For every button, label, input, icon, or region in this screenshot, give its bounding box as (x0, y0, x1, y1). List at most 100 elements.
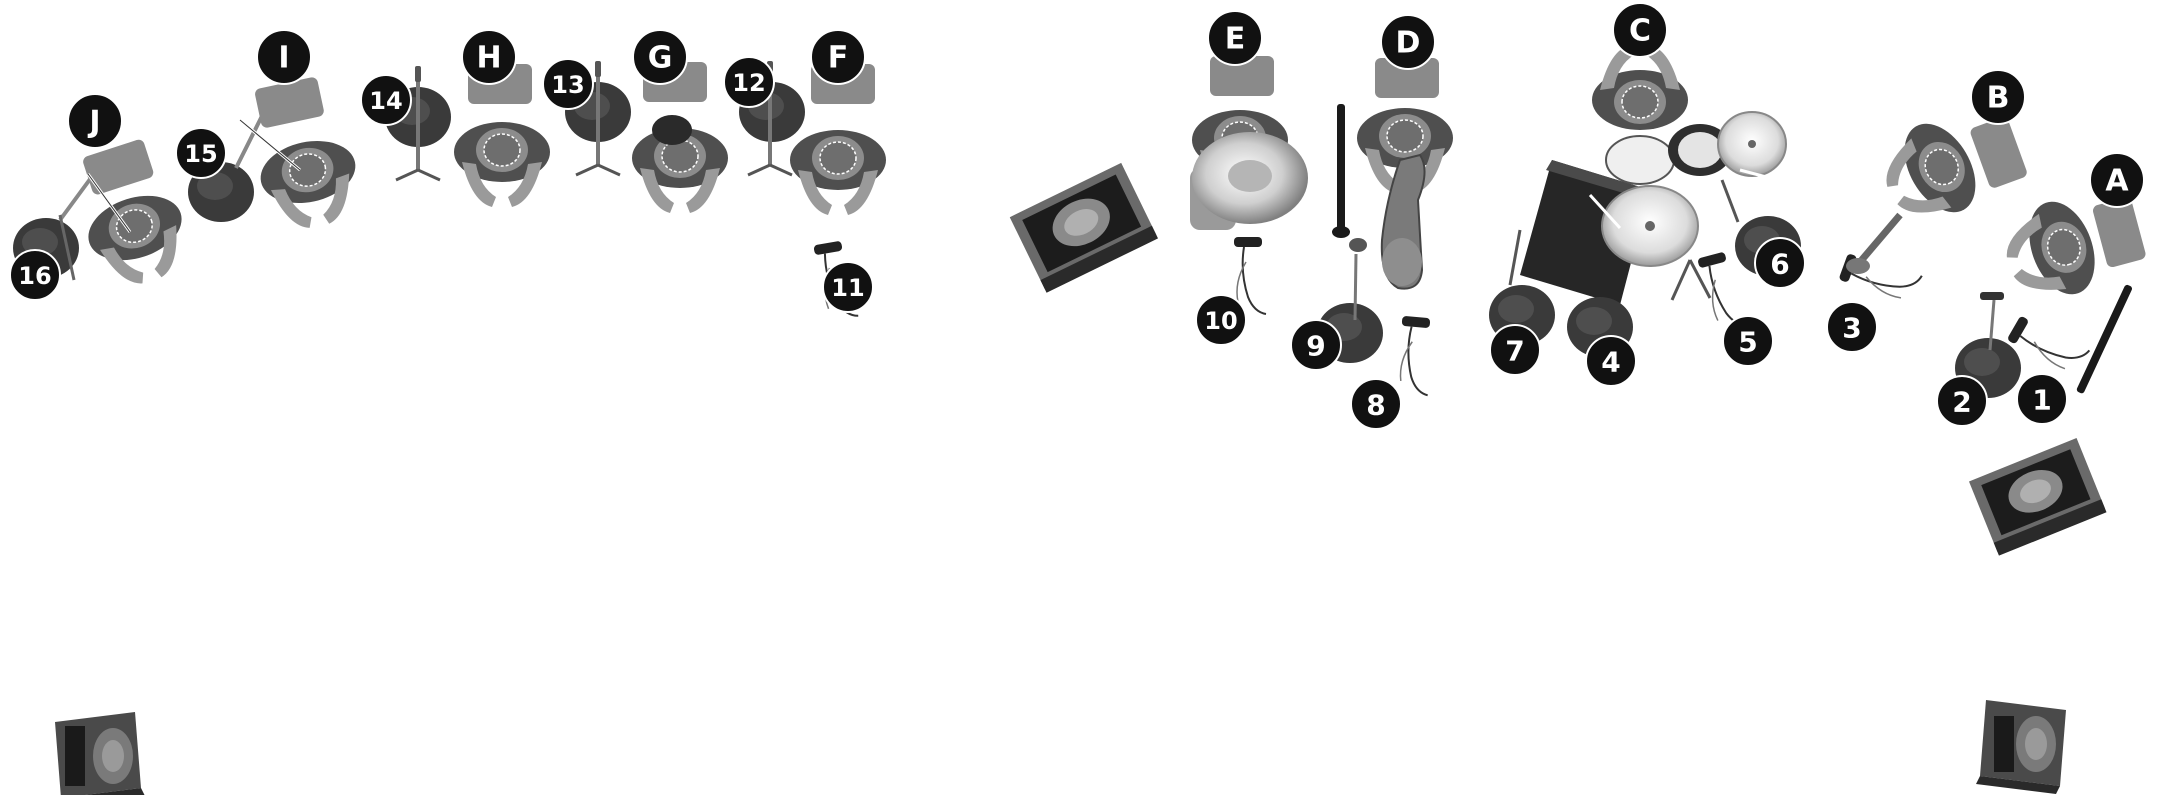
input-badge-11: 11 (822, 261, 874, 313)
musician-badge-a-label: A (2105, 164, 2129, 199)
input-badge-14-circle (360, 74, 412, 126)
input-badge-2-circle (1936, 375, 1988, 427)
musician-badge-f-circle (810, 29, 866, 85)
musician-badge-h-label: H (476, 41, 501, 76)
input-badge-6: 6 (1754, 237, 1806, 289)
musician-badge-h: H (461, 29, 517, 85)
musician-icon (79, 183, 199, 296)
input-badge-12: 12 (723, 56, 775, 108)
musician-badge-d: D (1380, 14, 1436, 70)
input-badge-6-label: 6 (1770, 248, 1789, 281)
input-badge-14: 14 (360, 74, 412, 126)
musician-badge-g-label: G (648, 41, 673, 76)
clarinet-icon (2076, 284, 2132, 394)
input-badge-7: 7 (1489, 324, 1541, 376)
tuba-icon (1190, 132, 1308, 230)
input-badge-12-label: 12 (732, 69, 765, 97)
input-badge-15-circle (175, 127, 227, 179)
input-badge-10: 10 (1195, 294, 1247, 346)
input-badge-9-label: 9 (1306, 330, 1325, 363)
musician-badge-i-label: I (278, 41, 289, 76)
musician-badge-j-label: J (87, 105, 100, 140)
input-badge-3-label: 3 (1842, 312, 1861, 345)
cap-icon (652, 115, 692, 145)
input-badge-10-label: 10 (1204, 307, 1237, 335)
input-badge-6-circle (1754, 237, 1806, 289)
musician-badge-f-label: F (828, 41, 849, 76)
input-badge-8-label: 8 (1366, 389, 1385, 422)
musician-badge-a-circle (2089, 152, 2145, 208)
musician-badge-c: C (1612, 2, 1668, 58)
saxophone-icon (1380, 153, 1426, 290)
input-badge-1-label: 1 (2032, 384, 2051, 417)
musician-badge-i-circle (256, 29, 312, 85)
input-badge-1: 1 (2016, 373, 2068, 425)
input-badge-11-circle (822, 261, 874, 313)
musician-badge-e-circle (1207, 10, 1263, 66)
input-badge-9: 9 (1290, 319, 1342, 371)
input-badge-2-label: 2 (1952, 386, 1971, 419)
input-badge-8-circle (1350, 378, 1402, 430)
musician-badge-i: I (256, 29, 312, 85)
input-badge-15: 15 (175, 127, 227, 179)
input-badge-16: 16 (9, 249, 61, 301)
trumpet-icon (1846, 212, 1903, 274)
musician-badge-j: J (67, 93, 123, 149)
microphone-stand-icon (1980, 292, 2004, 351)
input-badge-14-label: 14 (369, 87, 402, 115)
input-badge-2: 2 (1936, 375, 1988, 427)
microphone-stand-icon (1349, 238, 1367, 321)
musician-badge-d-label: D (1396, 26, 1421, 61)
input-badge-13-label: 13 (551, 71, 584, 99)
microphone-icon (1394, 314, 1436, 397)
input-badge-13: 13 (542, 58, 594, 110)
input-badge-7-circle (1489, 324, 1541, 376)
input-badge-13-circle (542, 58, 594, 110)
musician-badge-e-label: E (1225, 22, 1246, 57)
musician-badge-d-circle (1380, 14, 1436, 70)
drum-kit-icon (1508, 111, 1787, 305)
input-badge-3-circle (1826, 301, 1878, 353)
input-badge-12-circle (723, 56, 775, 108)
input-badge-7-label: 7 (1505, 335, 1524, 368)
input-badge-5-label: 5 (1738, 326, 1757, 359)
musician-badge-g-circle (632, 29, 688, 85)
musician-badge-f: F (810, 29, 866, 85)
input-badge-4-label: 4 (1601, 346, 1620, 379)
input-badge-4-circle (1585, 335, 1637, 387)
speaker-icon (1976, 700, 2066, 794)
input-badge-9-circle (1290, 319, 1342, 371)
microphone-icon (1837, 248, 1923, 307)
input-badge-8: 8 (1350, 378, 1402, 430)
musician-badge-c-label: C (1629, 14, 1651, 49)
musician-badge-b-label: B (1987, 81, 2010, 116)
input-badge-11-label: 11 (831, 274, 864, 302)
musician-badge-c-circle (1612, 2, 1668, 58)
speaker-icon (55, 712, 145, 795)
musician-icon (789, 129, 887, 216)
musician-badge-e: E (1207, 10, 1263, 66)
musician-badge-g: G (632, 29, 688, 85)
input-badge-5: 5 (1722, 315, 1774, 367)
musician-badge-h-circle (461, 29, 517, 85)
clarinet-icon (1332, 104, 1350, 238)
musician-badge-j-circle (67, 93, 123, 149)
musician-badge-b: B (1970, 69, 2026, 125)
floor-monitor-icon (1968, 438, 2107, 556)
musician-badge-b-circle (1970, 69, 2026, 125)
input-badge-1-circle (2016, 373, 2068, 425)
input-badge-5-circle (1722, 315, 1774, 367)
violin-bow-icon (239, 118, 301, 172)
musician-badge-a: A (2089, 152, 2145, 208)
musician-icon (1993, 191, 2108, 313)
input-badge-3: 3 (1826, 301, 1878, 353)
input-badge-16-label: 16 (18, 262, 51, 290)
chair-icon (1968, 115, 2029, 190)
input-badge-4: 4 (1585, 335, 1637, 387)
musician-icon (453, 121, 551, 208)
floor-monitor-icon (1009, 162, 1159, 293)
input-badge-16-circle (9, 249, 61, 301)
input-badge-10-circle (1195, 294, 1247, 346)
input-badge-15-label: 15 (184, 140, 217, 168)
